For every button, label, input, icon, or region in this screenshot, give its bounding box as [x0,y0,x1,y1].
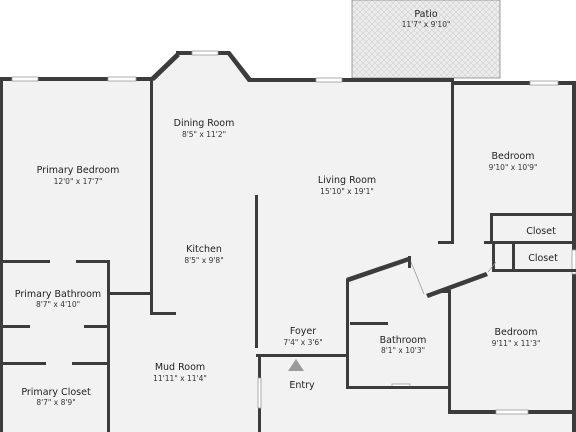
room-dims: 7'4" x 3'6" [283,338,322,347]
room-dims: 8'7" x 8'9" [36,398,75,407]
room-dims: 8'5" x 9'8" [184,256,223,265]
room-name: Bathroom [380,335,427,346]
room-dims: 8'7" x 4'10" [36,300,80,309]
room-dims: 9'11" x 11'3" [492,339,541,348]
room-closet-1: Closet [526,226,556,237]
room-dims: 8'5" x 11'2" [182,130,226,139]
room-dims: 9'10" x 10'9" [489,163,538,172]
room-bathroom: Bathroom 8'1" x 10'3" [380,335,427,355]
room-foyer: Foyer 7'4" x 3'6" [283,326,322,347]
room-dims: 11'11" x 11'4" [153,374,207,383]
room-name: Bedroom [492,151,535,162]
room-dining-room: Dining Room 8'5" x 11'2" [174,118,235,139]
room-name: Dining Room [174,118,235,129]
room-name: Primary Bedroom [37,165,120,176]
entry-label: Entry [289,380,315,391]
room-closet-2: Closet [528,253,558,264]
entry-arrow-icon [288,359,304,371]
room-primary-closet: Primary Closet 8'7" x 8'9" [21,387,91,407]
room-dims: 12'0" x 17'7" [54,177,103,186]
room-primary-bedroom: Primary Bedroom 12'0" x 17'7" [37,165,120,186]
room-name: Kitchen [186,244,222,255]
room-name: Mud Room [155,362,205,373]
room-dims: 15'10" x 19'1" [320,187,374,196]
room-bedroom-1: Bedroom 9'10" x 10'9" [489,151,538,172]
interior-walls [0,80,576,432]
room-name: Living Room [318,175,376,186]
room-bedroom-2: Bedroom 9'11" x 11'3" [492,327,541,348]
room-kitchen: Kitchen 8'5" x 9'8" [184,244,223,265]
room-name: Primary Closet [21,387,91,398]
room-name: Bedroom [495,327,538,338]
entry-marker: Entry [288,359,315,391]
room-patio: Patio 11'7" x 9'10" [402,9,451,29]
room-dims: 11'7" x 9'10" [402,20,451,29]
room-name: Primary Bathroom [15,289,101,300]
room-name: Closet [528,253,558,264]
room-primary-bathroom: Primary Bathroom 8'7" x 4'10" [15,289,101,309]
patio-area [351,0,501,79]
floor-lower-left [0,260,260,432]
room-name: Closet [526,226,556,237]
room-dims: 8'1" x 10'3" [381,346,425,355]
room-name: Patio [414,9,437,20]
room-mud-room: Mud Room 11'11" x 11'4" [153,362,207,383]
door-swings [410,261,497,295]
room-name: Foyer [290,326,316,337]
room-living-room: Living Room 15'10" x 19'1" [318,175,376,196]
